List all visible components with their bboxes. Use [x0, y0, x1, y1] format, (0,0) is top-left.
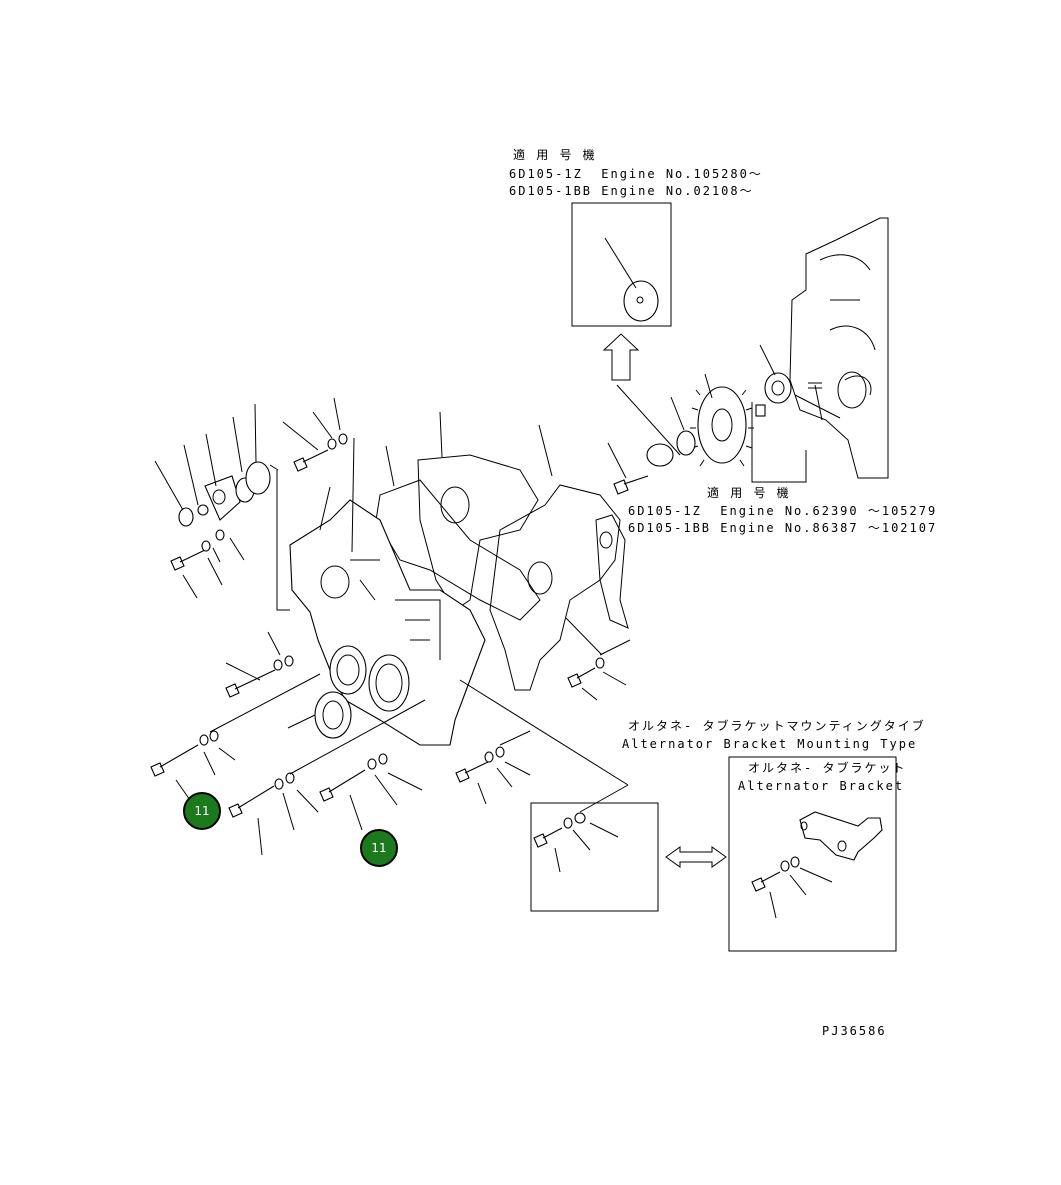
idler-shaft — [764, 372, 792, 404]
upper-note-header: 適 用 号 機 — [513, 148, 597, 162]
upper-note-line1: 6D105-1Z Engine No.105280～ — [509, 167, 763, 181]
filter — [178, 507, 194, 527]
cover-plate — [204, 475, 241, 521]
engine-block — [789, 217, 889, 479]
detail-box-bolt — [530, 802, 659, 912]
bolt-group — [150, 397, 631, 856]
drawing-number: PJ36586 — [822, 1024, 887, 1038]
alternator-type-en: Alternator Bracket Mounting Type — [622, 737, 918, 751]
callout-11-b[interactable]: 11 — [360, 829, 398, 867]
thrust-washer — [623, 280, 659, 322]
dowel-pin — [808, 382, 822, 389]
double-arrow-icon — [665, 846, 727, 868]
front-plate — [417, 454, 539, 611]
callout-11-a[interactable]: 11 — [183, 792, 221, 830]
front-gasket — [489, 484, 621, 691]
key — [755, 404, 766, 417]
alternator-bracket-jp: オルタネ- タブラケット — [748, 761, 907, 775]
idler-gear — [697, 386, 747, 464]
oil-seal — [314, 691, 352, 739]
alternator-bracket-box — [728, 756, 897, 952]
o-ring — [245, 461, 271, 495]
alternator-bracket-en: Alternator Bracket — [738, 779, 905, 793]
upper-note-line2: 6D105-1BB Engine No.02108～ — [509, 184, 754, 198]
cover-gasket — [595, 514, 629, 629]
gear-note-line1: 6D105-1Z Engine No.62390 ～105279 — [628, 504, 938, 518]
detail-box-washer — [571, 202, 672, 327]
gear-note-line2: 6D105-1BB Engine No.86387 ～102107 — [628, 521, 938, 535]
alternator-type-jp: オルタネ- タブラケットマウンティングタイブ — [628, 719, 926, 733]
washer — [646, 443, 674, 467]
bolt — [613, 475, 649, 495]
alternator-bracket — [799, 811, 883, 861]
arrow-up-icon — [602, 333, 640, 381]
bushing — [676, 430, 696, 456]
gear-note-header: 適 用 号 機 — [707, 486, 791, 500]
